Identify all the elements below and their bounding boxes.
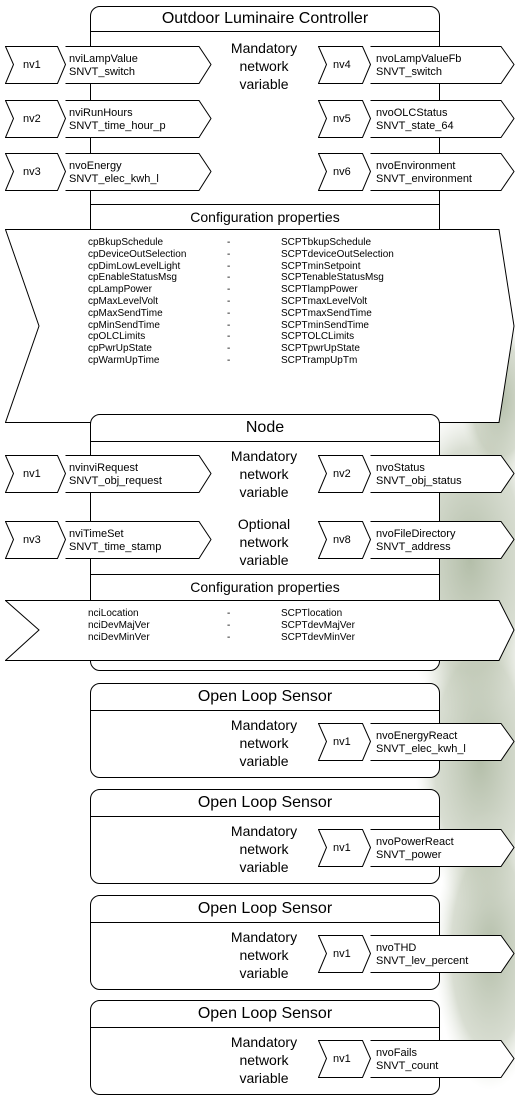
title-divider [90,441,440,442]
config-arrow [5,600,515,661]
config-properties-title: Configuration properties [190,209,340,225]
config-properties-title: Configuration properties [190,579,340,595]
nv-number: nv4 [333,59,351,71]
nv-number: nv1 [23,59,41,71]
nv-number: nv1 [333,842,351,854]
nv-number: nv3 [23,534,41,546]
config-separator-column: --- [227,608,231,643]
block-title: Open Loop Sensor [197,794,333,811]
title-divider [90,816,440,817]
block-title: Node [245,419,285,436]
variable-type-label: Mandatory network variable [230,40,298,92]
block-title: Open Loop Sensor [197,900,333,917]
block-title: Open Loop Sensor [197,688,333,705]
nv-number: nv1 [333,1053,351,1065]
block-title: Open Loop Sensor [197,1005,333,1022]
config-arrow [5,229,515,423]
nv-number: nv2 [333,468,351,480]
nv-number: nv1 [23,468,41,480]
block-title: Outdoor Luminaire Controller [161,10,369,27]
nv-number: nv1 [333,948,351,960]
section-divider [90,204,440,205]
nv-number: nv3 [23,166,41,178]
nv-number: nv1 [333,736,351,748]
title-divider [90,710,440,711]
title-divider [90,31,440,32]
nv-number: nv5 [333,113,351,125]
nv-number: nv8 [333,534,351,546]
variable-type-label: Mandatory network variable [230,448,298,500]
title-divider [90,1027,440,1028]
nv-number: nv2 [23,113,41,125]
section-divider [90,574,440,575]
config-separator-column: ----------- [227,237,231,366]
nv-number: nv6 [333,166,351,178]
variable-type-label: Optional network variable [237,516,291,568]
title-divider [90,922,440,923]
